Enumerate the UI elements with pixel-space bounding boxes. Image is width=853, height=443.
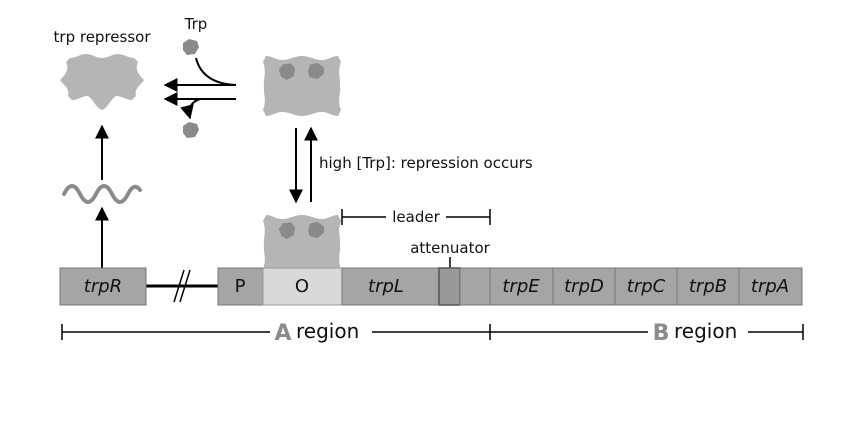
svg-text:trpR: trpR [84, 276, 122, 297]
region-a-word: region [296, 319, 359, 343]
trp-molecule-incoming [183, 39, 199, 55]
svg-text:trpC: trpC [627, 276, 666, 297]
gene-trpB: trpB [676, 267, 740, 306]
operator-bound-repressor [263, 215, 341, 275]
gene-trpR: trpR [59, 267, 147, 306]
svg-text:P: P [235, 276, 246, 297]
region-b-bracket [490, 324, 804, 340]
gene-trpD: trpD [552, 267, 616, 306]
gene-trpL: trpL [341, 267, 440, 306]
svg-text:trpE: trpE [502, 276, 540, 297]
unbinding-arrow [180, 98, 236, 120]
region-a-letter: A [274, 321, 291, 346]
leader-bracket [341, 209, 491, 225]
trp-molecule-released [183, 122, 199, 138]
attenuator-label: attenuator [410, 239, 490, 257]
gene-trpA: trpA [738, 267, 803, 306]
active-repressor-protein [263, 56, 341, 116]
binding-arrow [163, 57, 237, 92]
leader-label: leader [392, 208, 440, 226]
svg-text:O: O [295, 276, 309, 297]
svg-text:trpB: trpB [689, 276, 727, 297]
promoter-segment: P [217, 267, 264, 306]
inactive-repressor-protein [60, 54, 144, 110]
svg-text:trpD: trpD [564, 276, 604, 297]
operator-segment: O [262, 267, 343, 306]
attenuator-segment [438, 267, 461, 306]
region-b-letter: B [653, 321, 670, 346]
trp-repressor-label: trp repressor [54, 28, 152, 46]
gene-trpC: trpC [614, 267, 678, 306]
svg-text:trpL: trpL [368, 276, 404, 297]
trp-ligand-label: Trp [184, 15, 208, 33]
gene-trpE: trpE [489, 267, 554, 306]
region-b-word: region [674, 319, 737, 343]
leader-end-segment [459, 267, 491, 306]
mrna-wave [62, 184, 142, 204]
svg-text:trpA: trpA [751, 276, 789, 297]
repression-note: high [Trp]: repression occurs [319, 154, 533, 172]
